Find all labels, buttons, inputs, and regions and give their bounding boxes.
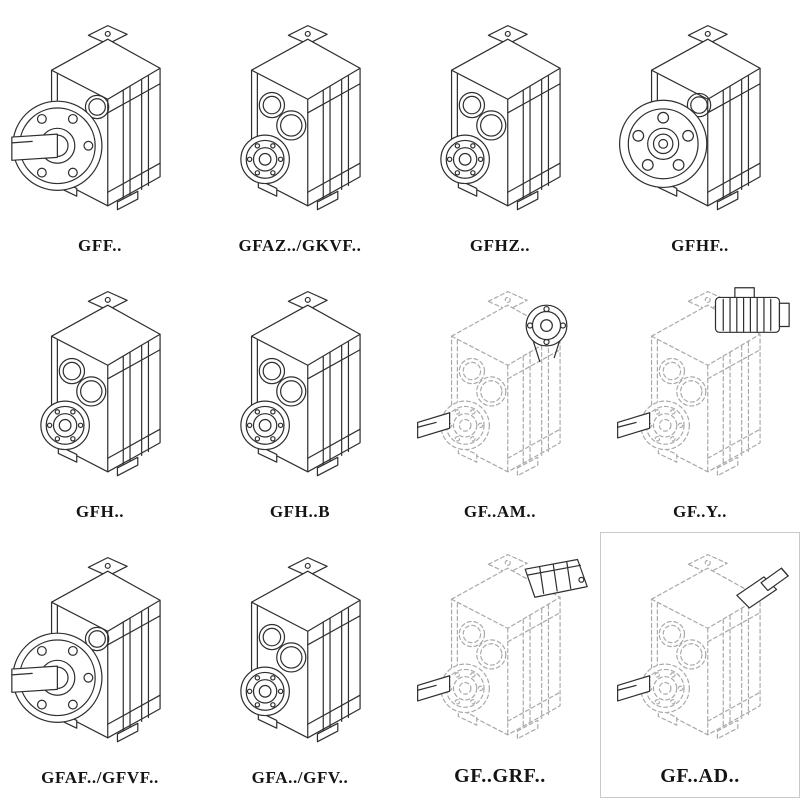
- gearbox-hollow-shaft-icon: [203, 14, 397, 232]
- gearbox-cell-3: GFHF..: [600, 0, 800, 266]
- gearbox-phantom-motor-icon: [603, 280, 797, 498]
- gearbox-cell-6: GF..AM..: [400, 266, 600, 532]
- gearbox-model-label: GFAZ../GKVF..: [238, 236, 362, 255]
- gearbox-model-label: GFH..B: [269, 502, 331, 521]
- gearbox-phantom-flange-adapter-icon: [403, 280, 597, 498]
- gearbox-model-label: GF..AD..: [660, 765, 740, 787]
- gearbox-model-label: GFAF../GFVF..: [41, 768, 159, 787]
- gearbox-cell-9: GFA../GFV..: [200, 532, 400, 798]
- gearbox-model-label: GFA../GFV..: [251, 768, 349, 787]
- gearbox-model-label: GF..AM..: [463, 502, 537, 521]
- gearbox-cell-2: GFHZ..: [400, 0, 600, 266]
- gearbox-cell-5: GFH..B: [200, 266, 400, 532]
- gearbox-model-label: GFH..: [75, 502, 125, 521]
- gearbox-flange-shaft-icon: [3, 14, 197, 232]
- gearbox-hollow-shaft-icon: [203, 546, 397, 764]
- gearbox-phantom-input-shaft-icon: [603, 543, 797, 761]
- gearbox-cell-1: GFAZ../GKVF..: [200, 0, 400, 266]
- gearbox-hollow-shaft-icon: [203, 280, 397, 498]
- gearbox-cell-10: GF..GRF..: [400, 532, 600, 798]
- gearbox-hollow-shaft-icon: [3, 280, 197, 498]
- gearbox-cell-11: GF..AD..: [600, 532, 800, 798]
- gearbox-cell-4: GFH..: [0, 266, 200, 532]
- gearbox-model-label: GF..GRF..: [454, 765, 546, 787]
- gearbox-flange-shaft-icon: [3, 546, 197, 764]
- gearbox-cell-8: GFAF../GFVF..: [0, 532, 200, 798]
- gearbox-flange-hollow-icon: [603, 14, 797, 232]
- gearbox-model-label: GFHF..: [671, 236, 729, 255]
- gearbox-model-label: GFHZ..: [469, 236, 531, 255]
- gearbox-hollow-shaft-icon: [403, 14, 597, 232]
- gearbox-model-label: GF..Y..: [673, 502, 727, 521]
- gearbox-phantom-cover-icon: [403, 543, 597, 761]
- gearbox-cell-0: GFF..: [0, 0, 200, 266]
- gearbox-model-label: GFF..: [78, 236, 122, 255]
- gearbox-cell-7: GF..Y..: [600, 266, 800, 532]
